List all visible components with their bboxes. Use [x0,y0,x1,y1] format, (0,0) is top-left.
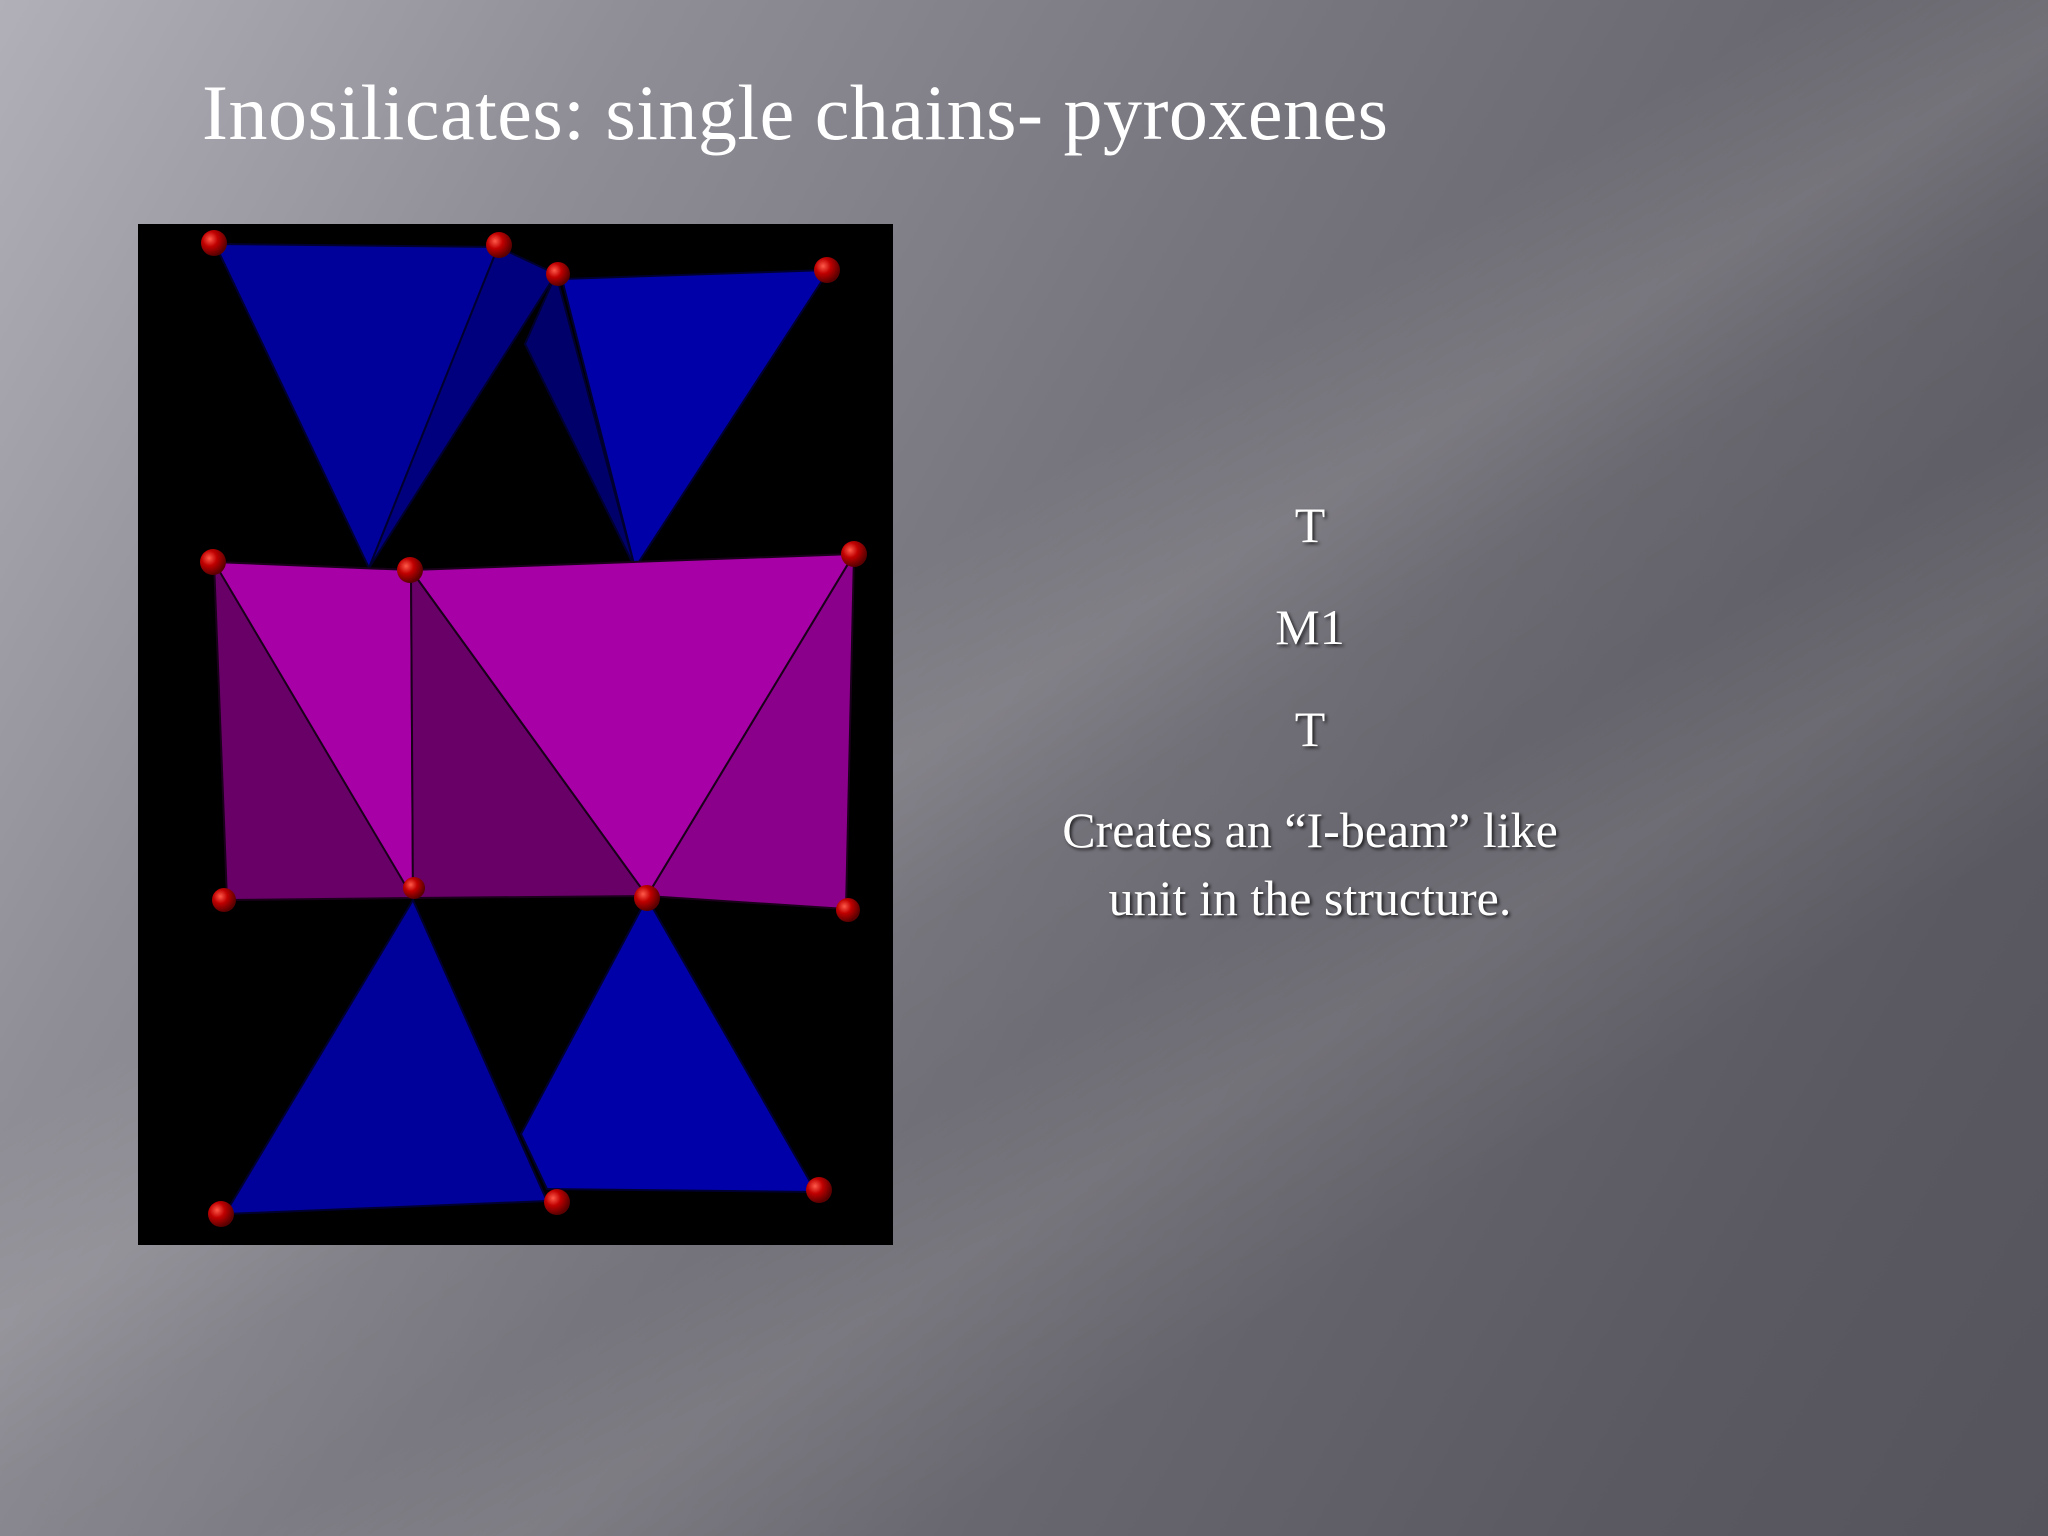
tetrahedron-top-left-side [368,245,558,569]
oxygen-atom [836,898,860,922]
oxygen-atom [208,1201,234,1227]
i-beam-caption: Creates an “I-beam” like unit in the str… [1062,802,1558,926]
oxygen-atom [201,230,227,256]
oxygen-atom [806,1177,832,1203]
label-m1: M1 [1275,599,1345,655]
oxygen-atom [212,888,236,912]
label-tetrahedral-top: T [1294,497,1326,553]
oxygen-atom [397,557,423,583]
bottom-tetrahedra [223,895,818,1216]
oxygen-atom [403,877,425,899]
slide-title: Inosilicates: single chains- pyroxenes [202,69,1389,156]
oxygen-atom [814,257,840,283]
octahedral-band [212,550,856,911]
top-tetrahedra [213,242,831,571]
tetrahedron-bottom-left [223,897,549,1216]
oxygen-atom [546,262,570,286]
octahedron-right-front [409,552,856,898]
tetrahedron-top-right [560,268,831,571]
oxygen-atom [486,232,512,258]
oxygen-atom [200,549,226,575]
tetrahedron-bottom-right [519,895,818,1194]
label-tetrahedral-bottom: T [1294,701,1326,757]
pyroxene-structure-figure [138,224,893,1245]
oxygen-atom [634,885,660,911]
structure-labels: T M1 T Creates an “I-beam” like unit in … [1040,490,1580,932]
oxygen-atom [544,1189,570,1215]
oxygen-atoms [200,230,867,1227]
tetrahedron-top-right-side [523,271,636,569]
oxygen-atom [841,541,867,567]
pyroxene-structure-diagram [200,230,867,1227]
